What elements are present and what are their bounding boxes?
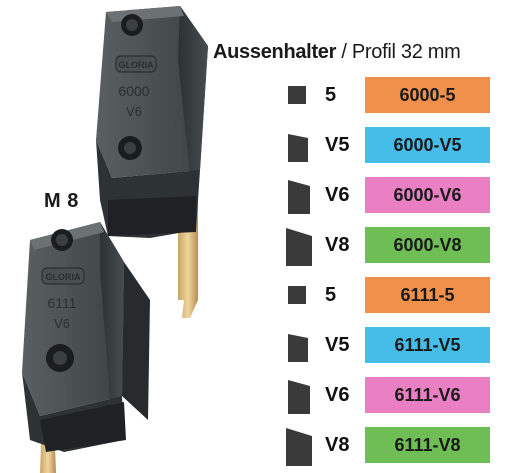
article-row: V6 6000-V6 (280, 176, 510, 216)
article-row: V8 6111-V8 (280, 426, 510, 466)
engraving-line2-bottom: V6 (54, 316, 70, 331)
article-number-badge: 6111-V8 (365, 427, 490, 463)
side-label: M 8 (44, 190, 79, 212)
article-row: V5 6111-V5 (280, 326, 510, 366)
article-row: V6 6111-V6 (280, 376, 510, 416)
profile-code: V8 (325, 434, 350, 456)
profile-v5-icon (288, 334, 308, 362)
article-row: 5 6111-5 (280, 276, 510, 316)
engraving-logo-top: GLORIA (119, 60, 154, 70)
profile-code: V5 (325, 134, 350, 156)
logo-plate (41, 267, 85, 285)
article-number-badge: 6000-V6 (365, 177, 490, 213)
profile-code: 5 (325, 284, 337, 306)
profile-code: V5 (325, 334, 350, 356)
logo-plate (115, 55, 157, 73)
article-number-badge: 6000-5 (365, 77, 490, 113)
title-bold: Aussenhalter (213, 41, 337, 63)
article-row: V8 6000-V8 (280, 226, 510, 266)
article-row: V5 6000-V5 (280, 126, 510, 166)
article-number-badge: 6111-V5 (365, 327, 490, 363)
profile-v8-icon (286, 228, 312, 266)
profile-square-icon (288, 86, 306, 104)
article-number-badge: 6111-V6 (365, 377, 490, 413)
profile-v6-icon (288, 380, 310, 414)
article-row: 5 6000-5 (280, 76, 510, 116)
title-normal: / Profil 32 mm (336, 41, 461, 63)
profile-code: V6 (325, 184, 350, 206)
profile-square-icon (288, 286, 306, 304)
profile-v8-icon (286, 428, 312, 466)
article-number-badge: 6000-V5 (365, 127, 490, 163)
profile-code: V8 (325, 234, 350, 256)
profile-code: 5 (325, 84, 337, 106)
profile-code: V6 (325, 384, 350, 406)
page-title: Aussenhalter / Profil 32 mm (213, 41, 461, 64)
profile-v6-icon (288, 180, 310, 214)
holder-bottom: GLORIA 6111 V6 (22, 222, 150, 473)
profile-v5-icon (288, 134, 308, 162)
engraving-line1-bottom: 6111 (47, 295, 76, 311)
engraving-line2-top: V6 (126, 104, 142, 119)
article-number-badge: 6000-V8 (365, 227, 490, 263)
article-number-badge: 6111-5 (365, 277, 490, 313)
holder-top: GLORIA 6000 V6 (96, 6, 208, 318)
engraving-logo-bottom: GLORIA (46, 272, 81, 282)
engraving-line1-top: 6000 (118, 83, 149, 99)
